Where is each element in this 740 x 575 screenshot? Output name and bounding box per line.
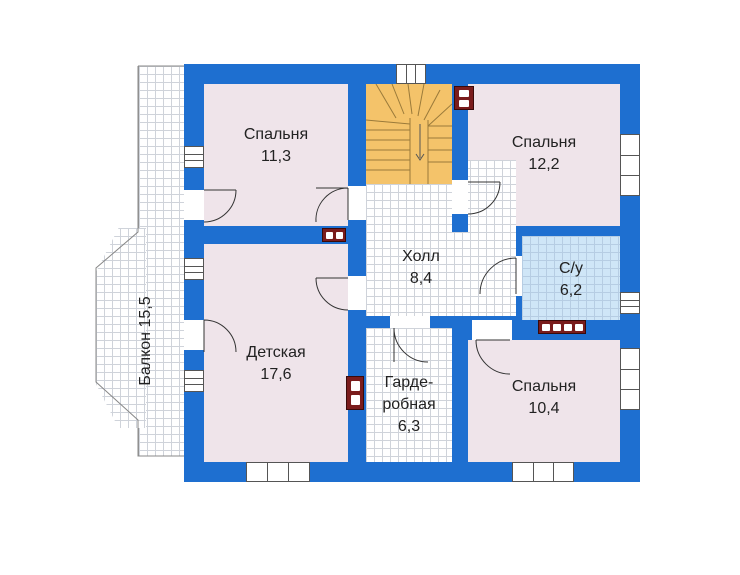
vent-hall-left [322, 228, 346, 242]
room-bedroom-3 [468, 340, 620, 462]
window-bottom-bedroom-3 [512, 462, 574, 482]
room-nursery [204, 244, 348, 462]
window-balcony-mid [184, 258, 204, 280]
window-right-bathroom [620, 292, 640, 314]
staircase [366, 84, 452, 184]
room-bedroom-1 [204, 84, 348, 226]
window-bottom-nursery [246, 462, 310, 482]
room-bathroom [522, 236, 620, 320]
door-gap-balcony-bedroom1 [184, 190, 204, 220]
label-balcony: Балкон 15,5 [137, 296, 154, 386]
door-gap-bedroom1-hall [348, 186, 366, 220]
door-gap-balcony-nursery [184, 320, 204, 350]
window-balcony-low [184, 370, 204, 392]
vent-top-stairs [454, 86, 474, 110]
room-wardrobe [366, 328, 452, 462]
window-balcony-top [184, 146, 204, 168]
door-gap-hall-bathroom [516, 256, 522, 296]
door-gap-bedroom2-hall [452, 180, 468, 214]
door-gap-hall-bedroom3 [472, 320, 512, 340]
vent-nursery [346, 376, 364, 410]
door-gap-nursery-hall [348, 276, 366, 310]
window-right-bedroom-2 [620, 134, 640, 196]
balcony-area [138, 66, 189, 456]
vent-bathroom [538, 320, 586, 334]
window-top-stairs [396, 64, 426, 84]
window-right-bedroom-3 [620, 348, 640, 410]
door-gap-hall-wardrobe [390, 316, 430, 328]
